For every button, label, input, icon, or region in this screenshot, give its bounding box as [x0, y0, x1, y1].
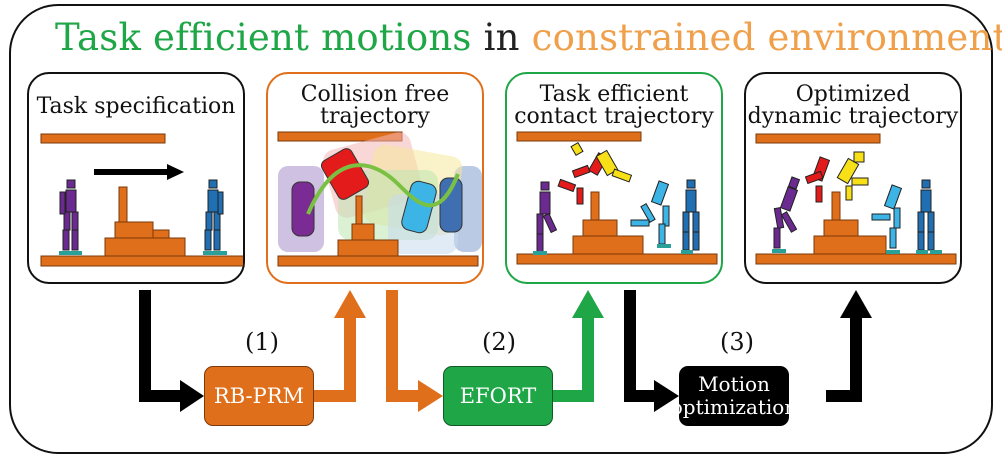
panel-title-line-2: contact trajectory — [514, 104, 714, 129]
arrow-task-to-rbprm — [139, 290, 204, 412]
panel-collision-free-trajectory: Collision free trajectory — [266, 72, 484, 284]
process-label-line-2: optimization — [670, 395, 798, 419]
arrow-rbprm-to-collision — [312, 290, 366, 402]
process-motion-optimization: Motion optimization — [671, 366, 797, 426]
panel-title: Task specification — [36, 94, 236, 119]
panel-dynamic-trajectory: Optimized dynamic trajectory — [744, 72, 962, 284]
panel-illustration — [755, 133, 957, 265]
process-efort: EFORT — [443, 366, 553, 426]
panel-illustration — [277, 131, 482, 267]
panel-task-specification: Task specification — [27, 72, 245, 284]
process-label: RB-PRM — [213, 384, 305, 408]
step-number-3: (3) — [720, 328, 754, 356]
arrow-contact-to-optimization — [624, 290, 679, 412]
panel-title-line-2: trajectory — [320, 104, 430, 129]
title-part-1: Task efficient motions — [55, 16, 472, 59]
arrow-collision-to-efort — [386, 290, 443, 412]
panel-title-line-1: Optimized — [795, 82, 911, 107]
panel-title-line-1: Task efficient — [539, 82, 689, 107]
process-label: EFORT — [459, 384, 537, 408]
arrow-optimization-to-dynamic — [826, 290, 872, 402]
process-label-line-1: Motion — [698, 372, 770, 396]
panel-illustration — [516, 131, 718, 265]
step-number-2: (2) — [482, 328, 516, 356]
panel-contact-trajectory: Task efficient contact trajectory — [505, 72, 723, 284]
panel-title-line-2: dynamic trajectory — [747, 104, 959, 129]
diagram-title: Task efficient motions in constrained en… — [55, 16, 1002, 59]
panel-title-line-1: Collision free — [300, 82, 450, 107]
title-part-3: constrained environments — [531, 16, 1002, 59]
process-rb-prm: RB-PRM — [204, 366, 314, 426]
outer-frame — [9, 4, 993, 454]
panel-illustration — [40, 133, 243, 267]
title-part-2: in — [483, 16, 520, 59]
step-number-1: (1) — [245, 328, 279, 356]
arrow-efort-to-contact — [550, 290, 604, 402]
